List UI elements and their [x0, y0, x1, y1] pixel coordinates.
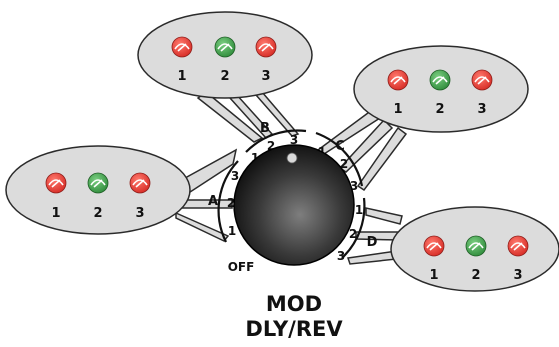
group-letter-b: B [260, 121, 270, 136]
led-indicator [507, 235, 529, 257]
position-c-2: 2 [340, 157, 348, 171]
off-label: OFF [228, 260, 255, 274]
led-indicator [471, 69, 493, 91]
position-d-3: 3 [337, 249, 345, 263]
knob-name-line-2: DLY/REV [245, 317, 343, 341]
led-label: 1 [393, 102, 402, 117]
led-label: 3 [477, 102, 486, 117]
knob-body[interactable] [233, 144, 355, 266]
bubble-group-d: 1 2 3 [347, 206, 559, 292]
bubble-group-c: 1 2 3 [316, 45, 529, 192]
position-a-2: 2 [227, 196, 235, 210]
scale-arc-a [217, 160, 239, 243]
led-indicator [423, 235, 445, 257]
led-label: 2 [93, 206, 102, 221]
position-a-3: 3 [231, 169, 239, 183]
scale-arc-b [245, 129, 307, 153]
group-letter-d: D [367, 235, 378, 250]
led-label: 3 [513, 268, 522, 283]
rotary-knob[interactable] [233, 144, 355, 266]
position-c-3: 3 [350, 179, 358, 193]
bubble-group-a: 1 2 3 [5, 145, 238, 242]
led-indicator [87, 172, 109, 194]
position-b-1: 1 [251, 151, 259, 165]
position-d-1: 1 [355, 203, 363, 217]
led-label: 3 [261, 69, 270, 84]
group-letter-c: C [335, 139, 345, 154]
led-label: 1 [177, 69, 186, 84]
led-label: 1 [429, 268, 438, 283]
led-indicator [387, 69, 409, 91]
position-b-3: 3 [290, 133, 298, 147]
group-letter-a: A [208, 194, 218, 209]
scale-arc-d [341, 197, 366, 259]
led-indicator [429, 69, 451, 91]
bubble-group-b: 1 2 3 [137, 11, 313, 143]
bubble-b-tail [196, 91, 300, 143]
position-d-2: 2 [349, 227, 357, 241]
led-indicator [214, 36, 236, 58]
knob-pointer-dot [286, 152, 298, 164]
led-row-b: 1 2 3 [171, 36, 277, 84]
led-row-a: 1 2 3 [45, 172, 151, 221]
position-b-2: 2 [267, 139, 275, 153]
scale-arc-c [315, 131, 364, 187]
led-label: 2 [471, 268, 480, 283]
led-label: 2 [435, 102, 444, 117]
led-indicator [45, 172, 67, 194]
group-letters: A B C D [208, 121, 378, 250]
led-indicator [171, 36, 193, 58]
position-a-1: 1 [228, 224, 236, 238]
led-label: 2 [220, 69, 229, 84]
led-label: 3 [135, 206, 144, 221]
led-indicator [465, 235, 487, 257]
led-indicator [129, 172, 151, 194]
led-label: 1 [51, 206, 60, 221]
knob-name-line-1: MOD [266, 292, 322, 316]
led-indicator [255, 36, 277, 58]
led-row-d: 1 2 3 [423, 235, 529, 283]
switch-scale [217, 129, 366, 259]
led-row-c: 1 2 3 [387, 69, 493, 117]
